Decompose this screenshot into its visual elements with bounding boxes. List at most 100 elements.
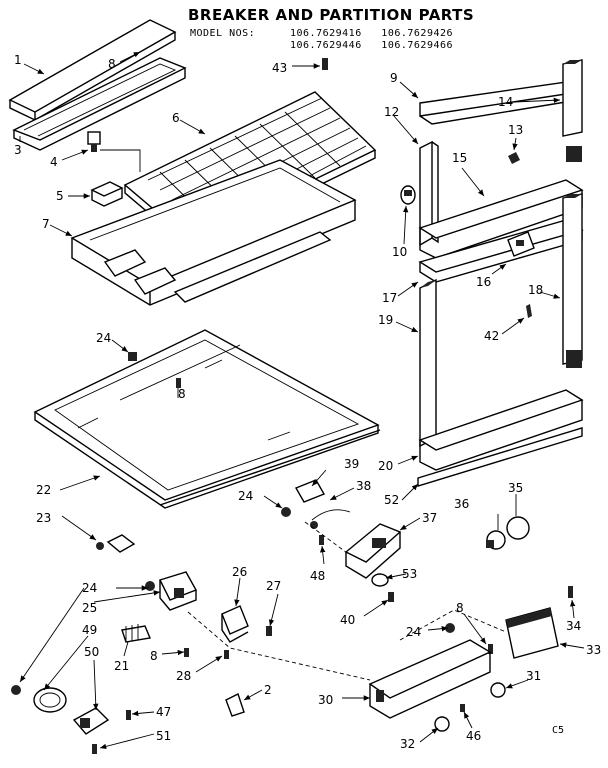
part-14-upright — [562, 59, 583, 137]
callout-27: 27 — [266, 579, 281, 593]
part-24-nut — [11, 685, 21, 695]
callout-51: 51 — [156, 729, 171, 743]
part-36-bulb — [486, 530, 506, 550]
part-46-screw — [460, 704, 465, 712]
part-47-screw — [126, 710, 131, 720]
callout-19: 19 — [378, 313, 393, 327]
part-23-bracket — [96, 534, 136, 553]
part-35-bulb-cover — [506, 516, 530, 540]
part-13-screw — [508, 152, 520, 164]
part-18-upright — [562, 193, 583, 365]
part-26-switch — [221, 605, 249, 643]
callout-15: 15 — [452, 151, 467, 165]
callout-22: 22 — [36, 483, 51, 497]
callout-38: 38 — [356, 479, 371, 493]
callout-2: 2 — [264, 683, 272, 697]
model-row: 106.7629446 106.7629466 — [290, 40, 453, 52]
callout-47: 47 — [156, 705, 171, 719]
model-row: 106.7629416 106.7629426 — [290, 28, 453, 40]
part-43-screw — [322, 58, 328, 70]
callout-25: 25 — [82, 601, 97, 615]
callout-1: 1 — [14, 53, 22, 67]
part-49-harness — [33, 687, 67, 713]
part-25-thermostat-bracket — [159, 571, 198, 611]
callout-8: 8 — [178, 387, 186, 401]
callout-8: 8 — [456, 601, 464, 615]
callout-24: 24 — [82, 581, 97, 595]
part-16-bracket — [507, 231, 535, 257]
part-32-knob — [434, 716, 450, 732]
callout-49: 49 — [82, 623, 97, 637]
dashed-leaders — [187, 521, 507, 681]
part-10-clip — [400, 185, 416, 205]
callout-8: 8 — [150, 649, 158, 663]
part-34-screw — [568, 586, 573, 598]
callout-7: 7 — [42, 217, 50, 231]
callout-46: 46 — [466, 729, 481, 743]
corner-code: C5 — [551, 725, 564, 736]
part-22-partition-tray — [33, 329, 381, 509]
part-31-knob — [490, 682, 506, 698]
callout-42: 42 — [484, 329, 499, 343]
callout-33: 33 — [586, 643, 601, 657]
callout-52: 52 — [384, 493, 399, 507]
callout-labels: 1 8 3 4 5 6 7 43 9 12 14 13 15 10 17 16 … — [14, 53, 601, 751]
callout-32: 32 — [400, 737, 415, 751]
callout-10: 10 — [392, 245, 407, 259]
model-number: 106.7629426 — [381, 28, 454, 39]
callout-24: 24 — [238, 489, 253, 503]
callout-26: 26 — [232, 565, 247, 579]
callout-9: 9 — [390, 71, 398, 85]
callout-24: 24 — [96, 331, 111, 345]
callout-34: 34 — [566, 619, 581, 633]
callout-43: 43 — [272, 61, 287, 75]
part-27-screw — [266, 626, 272, 636]
part-19-upright — [419, 278, 437, 448]
model-number: 106.7629466 — [381, 40, 454, 51]
part-51-screw — [92, 744, 97, 754]
part-53-socket — [371, 573, 389, 587]
part-40-screw — [388, 592, 394, 602]
model-number: 106.7629416 — [290, 28, 362, 39]
callout-37: 37 — [422, 511, 437, 525]
part-33-cover — [505, 607, 559, 659]
callout-12: 12 — [384, 105, 399, 119]
part-50-plug — [72, 707, 110, 735]
callout-23: 23 — [36, 511, 51, 525]
callout-28: 28 — [176, 669, 191, 683]
callout-53: 53 — [402, 567, 417, 581]
model-number: 106.7629446 — [290, 40, 362, 51]
callout-13: 13 — [508, 123, 523, 137]
callout-18: 18 — [528, 283, 543, 297]
part-28-screw — [224, 650, 229, 659]
callout-17: 17 — [382, 291, 397, 305]
model-numbers-label: MODEL NOS: — [190, 28, 256, 39]
callout-21: 21 — [114, 659, 129, 673]
part-7-breaker-housing — [70, 159, 357, 306]
callout-31: 31 — [526, 669, 541, 683]
part-20-bottom-rail — [418, 350, 584, 471]
model-numbers: 106.7629416 106.7629426 106.7629446 106.… — [290, 28, 453, 52]
part-8-screw — [488, 644, 493, 654]
callout-35: 35 — [508, 481, 523, 495]
part-3-cap-trough — [12, 57, 187, 151]
part-39-light-cover — [294, 479, 326, 503]
part-4-screw — [87, 131, 141, 172]
callout-20: 20 — [378, 459, 393, 473]
part-2-clip — [225, 693, 245, 717]
part-12-upright — [419, 140, 439, 247]
part-8-screw — [184, 648, 189, 657]
callout-8: 8 — [108, 57, 116, 71]
part-24-nut — [281, 507, 291, 517]
callout-14: 14 — [498, 95, 513, 109]
part-8-screw — [176, 378, 181, 388]
part-52-strip — [417, 427, 583, 487]
part-5-clip — [90, 181, 124, 207]
callout-16: 16 — [476, 275, 491, 289]
callout-40: 40 — [340, 613, 355, 627]
callout-36: 36 — [454, 497, 469, 511]
callout-6: 6 — [172, 111, 180, 125]
callout-4: 4 — [50, 155, 58, 169]
